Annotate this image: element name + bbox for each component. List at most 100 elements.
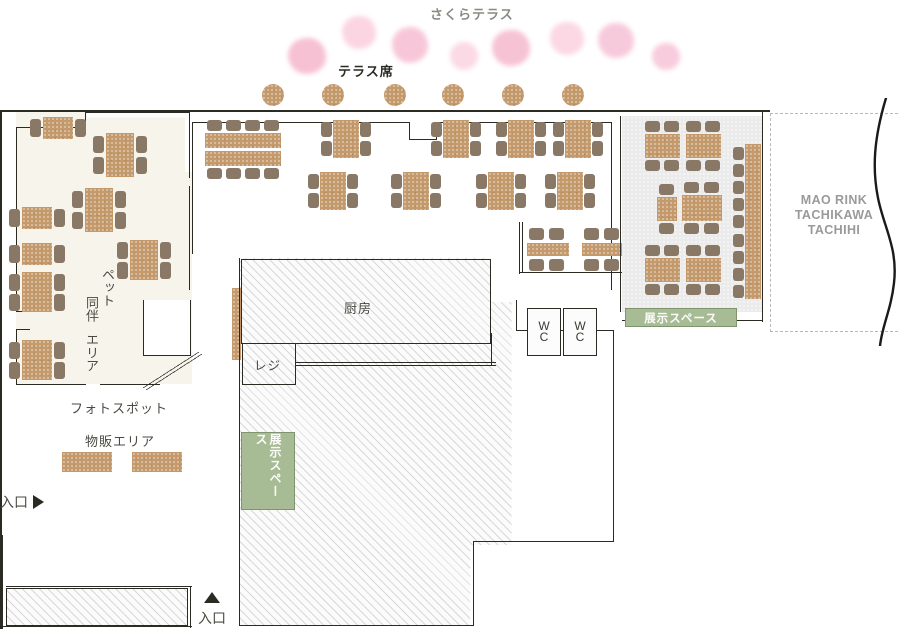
service-counter-line — [296, 362, 496, 364]
service-wall-bottom — [239, 625, 474, 627]
dining-chair — [476, 193, 487, 208]
corridor-wall-left — [2, 535, 4, 629]
terrace-stool — [442, 84, 464, 106]
pet-chair — [117, 262, 128, 279]
pet-chair — [54, 245, 65, 263]
counter-stool — [733, 164, 744, 177]
dining-chair — [391, 193, 402, 208]
gray-chair — [664, 245, 679, 256]
service-wall-left — [239, 258, 241, 626]
dining-chair — [496, 122, 507, 137]
pet-chair — [9, 209, 20, 227]
kitchen-label: 厨房 — [344, 301, 373, 316]
counter-stool — [733, 251, 744, 264]
gray-room-wall-right — [762, 110, 764, 322]
pet-area-label-line3: エリア — [84, 333, 99, 372]
dining-chair — [264, 168, 279, 179]
dining-chair — [545, 193, 556, 208]
terrace-stool — [322, 84, 344, 106]
gray-table — [686, 258, 721, 282]
dining-chair — [470, 141, 481, 156]
sakura-petal-icon — [392, 27, 428, 63]
gray-chair — [664, 160, 679, 171]
corridor-wall-right — [190, 586, 192, 628]
gray-chair — [659, 184, 674, 195]
gray-chair — [705, 121, 720, 132]
gray-chair — [684, 182, 699, 193]
corridor-wall-top — [6, 586, 192, 588]
dining-wall-notch-a — [409, 122, 411, 140]
dining-table — [320, 172, 346, 210]
sakura-terrace-label: さくらテラス — [430, 7, 514, 22]
photo-spot-alcove — [143, 300, 191, 356]
pet-chair — [72, 191, 83, 208]
register-room — [242, 343, 296, 385]
gray-chair — [705, 160, 720, 171]
kitchen-room — [241, 259, 491, 344]
gray-table — [657, 197, 677, 221]
service-wall-right — [613, 330, 615, 542]
gray-chair — [686, 160, 701, 171]
sakura-petal-icon — [550, 22, 584, 55]
pet-table — [106, 133, 134, 177]
dining-chair — [347, 193, 358, 208]
sakura-petal-icon — [652, 43, 680, 70]
dining-chair — [226, 120, 241, 131]
gray-chair — [645, 245, 660, 256]
pet-wall-left-notch2 — [16, 329, 30, 331]
booth-chair — [529, 259, 544, 271]
dining-chair — [245, 120, 260, 131]
service-counter-pillar — [232, 288, 241, 360]
dining-table — [443, 120, 469, 158]
pet-table — [130, 240, 158, 280]
building-outline-top-right — [620, 110, 770, 112]
gray-table — [645, 258, 680, 282]
sakura-petal-icon — [492, 30, 530, 66]
pet-chair — [54, 294, 65, 311]
dining-chair — [321, 141, 332, 156]
booth-chair — [549, 228, 564, 240]
dining-chair — [535, 141, 546, 156]
communal-table — [205, 133, 281, 148]
dining-chair — [226, 168, 241, 179]
pet-chair — [115, 191, 126, 208]
display-space-right: 展示スペース — [625, 308, 737, 327]
dining-chair — [592, 122, 603, 137]
gray-table — [682, 195, 722, 221]
gray-chair — [659, 223, 674, 234]
pet-table — [22, 340, 52, 380]
booth-chair — [529, 228, 544, 240]
terrace-seats-label: テラス席 — [338, 64, 394, 79]
dining-wall-top — [192, 122, 410, 124]
dining-table — [565, 120, 591, 158]
pet-chair — [9, 362, 20, 379]
dining-chair — [360, 141, 371, 156]
pet-wall-bottom — [16, 384, 86, 386]
gray-chair — [705, 245, 720, 256]
pet-wall-right-mid — [189, 186, 191, 290]
pet-table — [22, 243, 52, 265]
sakura-petal-icon — [450, 42, 478, 70]
dining-chair — [476, 174, 487, 189]
mao-rink-line3: TACHIHI — [807, 223, 861, 237]
pet-chair — [9, 294, 20, 311]
dining-chair — [308, 193, 319, 208]
booth-chair — [584, 259, 599, 271]
register-label: レジ — [254, 359, 282, 373]
dining-chair — [470, 122, 481, 137]
dining-chair — [553, 122, 564, 137]
sakura-petal-icon — [288, 38, 326, 74]
service-wall-wc-vert — [516, 300, 518, 330]
display-space-right-label: 展示スペース — [644, 312, 718, 325]
booth-room-wall-left — [519, 222, 521, 274]
gray-chair — [686, 284, 701, 295]
merch-area-label: 物販エリア — [85, 434, 156, 449]
booth-room-wall-bottom — [519, 272, 627, 274]
corridor-hatch — [6, 588, 188, 626]
dining-chair — [207, 120, 222, 131]
terrace-stool — [502, 84, 524, 106]
merch-counter — [62, 452, 112, 472]
pet-chair — [75, 119, 86, 137]
pet-chair — [30, 119, 41, 137]
